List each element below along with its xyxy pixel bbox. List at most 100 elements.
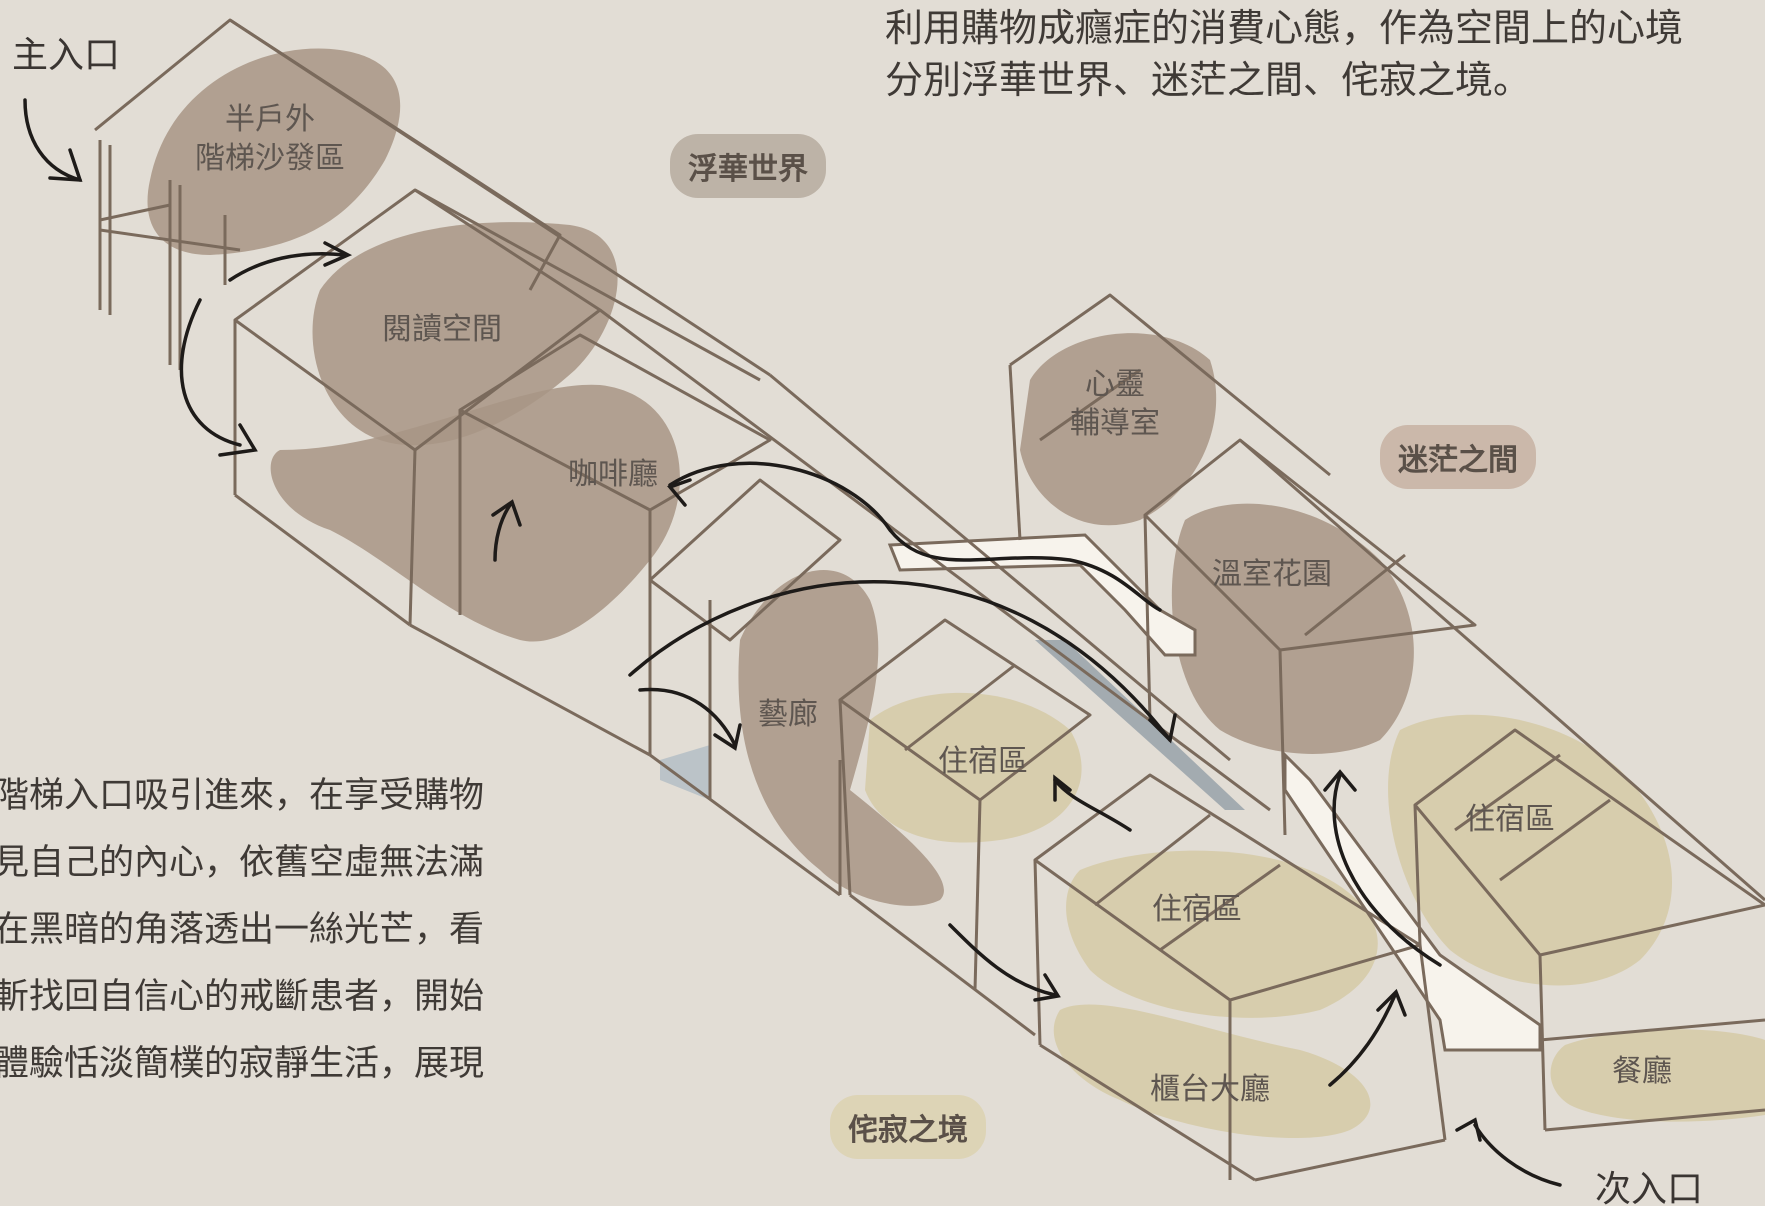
frame-lobby-wall-rr: [1418, 944, 1447, 1141]
arrow-bridge-head: [667, 478, 692, 507]
room-label-counsel-line2: 輔導室: [1070, 406, 1160, 441]
intro-line-1: 利用購物成癮症的消費心態，作為空間上的心境: [885, 6, 1684, 50]
walkway: [887, 533, 1542, 1052]
blob-counsel: [1020, 333, 1217, 526]
frame-lodging-a-ridge: [904, 663, 1016, 752]
room-label-lobby: 櫃台大廳: [1150, 1072, 1270, 1107]
arrow-long-curve: [628, 579, 1172, 742]
arrow-corridor-up: [1332, 773, 1442, 967]
arrow-to-reading: [228, 251, 347, 282]
frame-dining-roof: [1539, 1018, 1765, 1042]
room-label-counsel: 心靈 輔導室: [1070, 365, 1160, 443]
room-label-greenhouse: 溫室花園: [1212, 557, 1332, 592]
blob-cafe: [270, 384, 680, 642]
arrow-lodging-a: [1053, 778, 1132, 832]
frame-lodging-c-wall-r: [1538, 954, 1547, 1131]
walkway-bridge: [887, 533, 1197, 657]
blob-reading: [312, 222, 618, 446]
room-label-lodging-c: 住宿區: [1465, 802, 1555, 837]
frame-right-long: [1239, 438, 1765, 902]
room-label-reading: 閱讀空間: [382, 312, 502, 347]
frame-lobby-floor: [1039, 1043, 1256, 1182]
frame-outdoor-beam-2: [99, 203, 171, 222]
arrow-down-to-cafe-head: [218, 423, 258, 457]
frame-cafe-floor: [409, 623, 651, 757]
arrow-long-curve-head: [1148, 713, 1177, 744]
arrow-secondary-entry-head: [1455, 1117, 1482, 1142]
main-entrance-label: 主入口: [12, 35, 121, 76]
frame-gallery: [648, 478, 842, 642]
room-label-outdoor-line2: 階梯沙發區: [195, 141, 345, 176]
room-label-lodging-b: 住宿區: [1152, 892, 1242, 927]
frame-greenhouse-wall-m: [1278, 649, 1287, 836]
arrow-lodging-a-head: [1053, 774, 1072, 802]
zone-badge-mimang: 迷茫之間: [1380, 425, 1536, 489]
room-label-outdoor: 半戶外 階梯沙發區: [195, 100, 345, 178]
frame-reading-wall-m: [408, 449, 417, 626]
arrow-secondary-entry: [1473, 1123, 1562, 1187]
frame-lodging-a-wall: [838, 699, 852, 896]
frame-lobby-floor-r: [1254, 1138, 1446, 1182]
story-line-5: 體驗恬淡簡樸的寂靜生活，展現: [0, 1044, 485, 1084]
story-text: 階梯入口吸引進來，在享受購物 見自己的內心，依舊空虛無法滿 在黑暗的角落透出一絲…: [0, 763, 484, 1098]
frame-reading-roof-ridge: [414, 188, 761, 382]
room-label-outdoor-line1: 半戶外: [225, 102, 315, 137]
room-label-gallery: 藝廊: [758, 697, 818, 732]
arrow-corridor-up-head: [1323, 769, 1357, 792]
blob-greenhouse: [1171, 503, 1414, 754]
arrow-down-to-cafe: [179, 298, 242, 447]
arrow-lobby-up: [1328, 993, 1397, 1087]
glass-floor-strip: [660, 745, 710, 800]
frame-lodging-c-ridge: [1454, 753, 1561, 832]
glass-roof-strip: [1035, 640, 1245, 810]
frame-greenhouse: [1143, 438, 1477, 652]
frame-lodging-a: [838, 618, 1092, 802]
arrow-to-gallery-head: [713, 723, 742, 751]
story-line-2: 見自己的內心，依舊空虛無法滿: [0, 843, 485, 883]
blob-outdoor: [147, 48, 401, 255]
zone-badge-fuhua: 浮華世界: [670, 134, 826, 198]
frame-cafe: [458, 333, 772, 512]
blob-lodging-a: [865, 692, 1082, 843]
story-line-1: 階梯入口吸引進來，在享受購物: [0, 776, 485, 816]
frame-greenhouse-wall: [1143, 514, 1152, 721]
intro-text: 利用購物成癮症的消費心態，作為空間上的心境 分別浮華世界、迷茫之間、侘寂之境。: [885, 2, 1683, 106]
frame-lodging-a-wall-r: [973, 799, 982, 991]
arrow-to-reading-head: [323, 241, 353, 267]
story-line-4: 斬找回自信心的戒斷患者，開始: [0, 977, 485, 1017]
room-label-counsel-line1: 心靈: [1085, 367, 1145, 402]
secondary-entrance-label: 次入口: [1595, 1169, 1704, 1206]
frame-counsel-wall: [1008, 364, 1022, 541]
arrow-to-lobby-head: [1033, 973, 1061, 1002]
arrow-to-lobby: [948, 923, 1057, 997]
glass-strips: [660, 640, 1245, 810]
arrow-to-gallery: [638, 687, 737, 747]
frame-lodging-b-ridge: [1094, 813, 1211, 907]
frame-dining-floor: [1544, 1108, 1765, 1132]
frame-central-ridge-b: [769, 373, 1231, 762]
arrow-up-cafe: [493, 503, 512, 562]
frame-lodging-a-floor: [849, 893, 1036, 1037]
arrow-main-entry-head: [48, 148, 83, 182]
circulation-arrows: [23, 98, 1562, 1187]
frame-reading-floor: [234, 493, 411, 627]
frame-lodging-c-wall: [1413, 804, 1422, 946]
arrow-lobby-up-head: [1376, 988, 1407, 1017]
frame-outdoor-beam: [99, 228, 241, 252]
blob-lodging-c: [1388, 714, 1673, 986]
frame-counsel-roof: [1009, 293, 1331, 477]
frame-lodging-b-ridge2: [1159, 863, 1281, 952]
blob-lodging-b: [1066, 850, 1378, 1018]
room-label-dining: 餐廳: [1612, 1054, 1672, 1089]
frame-lodging-b-wall: [1033, 859, 1042, 1046]
walkway-corridor: [1283, 751, 1542, 1052]
frame-gallery-floor: [649, 753, 841, 897]
frame-outdoor-roof-b: [229, 18, 771, 377]
blob-dining: [1550, 1029, 1765, 1122]
frame-counsel-ridge: [1039, 368, 1141, 442]
story-line-3: 在黑暗的角落透出一絲光芒，看: [0, 910, 485, 950]
frame-lodging-c-ridge2: [1499, 798, 1611, 882]
room-label-lodging-a: 住宿區: [938, 744, 1028, 779]
